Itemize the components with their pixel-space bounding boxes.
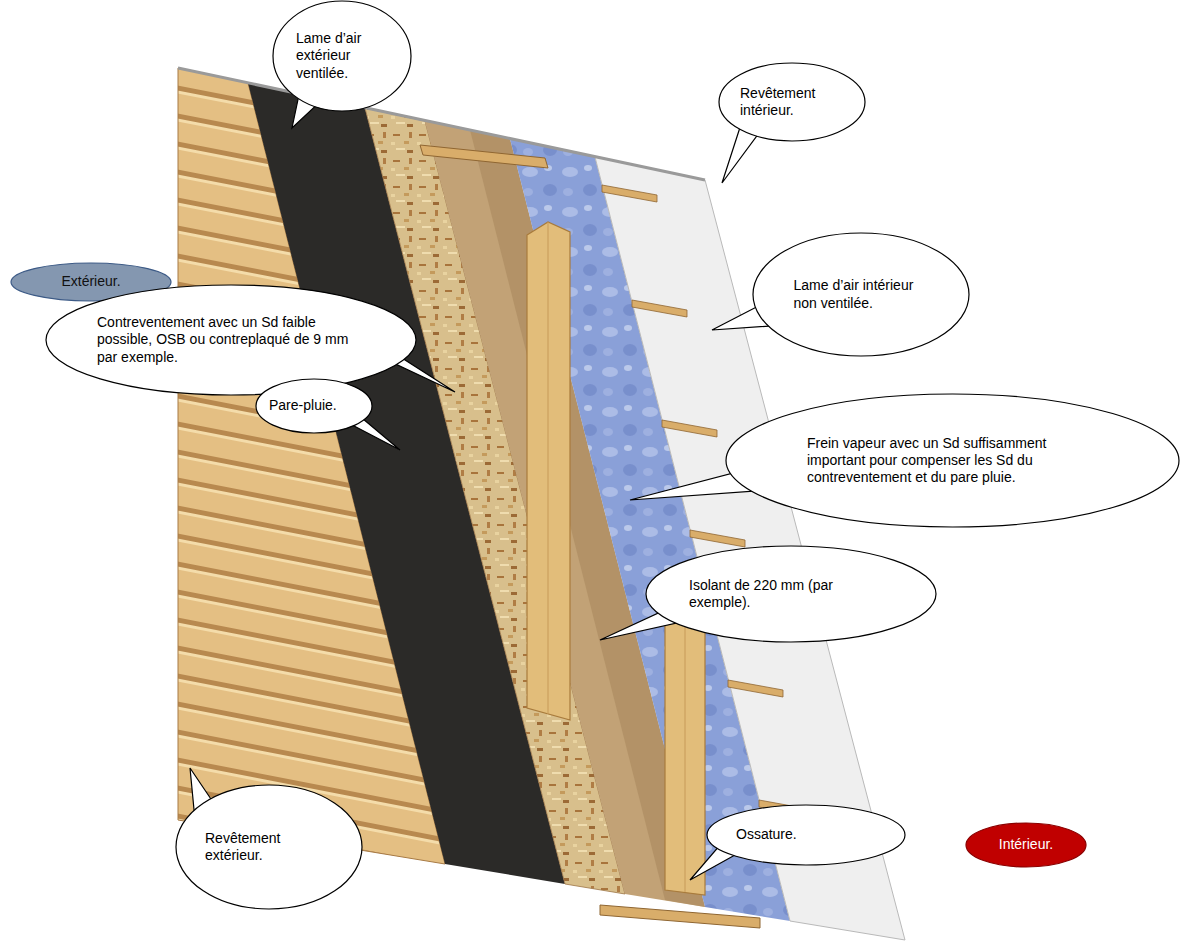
bubble-shape [273,1,411,111]
callout-text: Frein vapeur avec un Sd suffisamment imp… [807,435,1098,486]
callout-bubble: Revêtement extérieur. [175,784,363,910]
bubble-shape [646,546,936,642]
bubble-text: Lame d’air extérieur ventilée. [296,30,388,81]
bubble-text: Revêtement extérieur. [205,830,333,864]
callout-text: Pare-pluie. [269,397,359,414]
bubble-shape [753,233,969,356]
callout-bubble: Revêtement intérieur. [718,62,866,142]
callout-bubble: Contreventement avec un Sd faible possib… [45,284,417,396]
callout-bubble: Frein vapeur avec un Sd suffisamment imp… [725,393,1180,528]
callout-text: Contreventement avec un Sd faible possib… [97,314,365,365]
callout-text: Extérieur. [26,273,156,290]
callout-text: Isolant de 220 mm (par exemple). [689,577,893,611]
bubble-shape [966,823,1086,867]
bubble-text: Pare-pluie. [269,397,359,414]
bubble-shape [176,785,362,909]
callout-bubble: Lame d’air intérieur non ventilée. [752,232,970,357]
bubble-text: Frein vapeur avec un Sd suffisamment imp… [807,435,1098,486]
bubble-shape [726,394,1179,527]
callout-text: Intérieur. [977,836,1075,853]
batten [690,530,745,547]
callout-text: Ossature. [736,826,876,843]
callout-bubble: Pare-pluie. [255,378,373,434]
top-plate [420,145,548,168]
bubble-text: Isolant de 220 mm (par exemple). [689,577,893,611]
batten [632,300,687,317]
callout-text: Revêtement extérieur. [205,830,333,864]
bubble-text: Extérieur. [26,273,156,290]
callout-bubble: Lame d’air extérieur ventilée. [272,0,412,112]
bubble-outline [175,784,363,910]
bubble-text: Intérieur. [977,836,1075,853]
bubble-text: Contreventement avec un Sd faible possib… [97,314,365,365]
top-edge [178,68,705,180]
bubble-shape [707,805,905,865]
bubble-shape [719,63,865,141]
callout-text: Lame d’air intérieur non ventilée. [794,277,929,311]
callout-bubble: Isolant de 220 mm (par exemple). [645,545,937,643]
stud-edge [548,222,549,714]
batten [728,680,783,697]
bubble-text: Ossature. [736,826,876,843]
stud [527,222,570,720]
bubble-outline [645,545,937,643]
callout-text: Lame d’air extérieur ventilée. [296,30,388,81]
zone-label: Intérieur. [965,822,1087,868]
bubble-shape [46,285,416,395]
bubble-text: Revêtement intérieur. [740,85,844,119]
callout-text: Revêtement intérieur. [740,85,844,119]
batten [602,185,657,202]
callout-bubble: Ossature. [706,804,906,866]
bubble-text: Lame d’air intérieur non ventilée. [794,277,929,311]
bubble-shape [256,379,372,433]
batten [662,420,717,437]
bottom-plate [600,905,760,928]
